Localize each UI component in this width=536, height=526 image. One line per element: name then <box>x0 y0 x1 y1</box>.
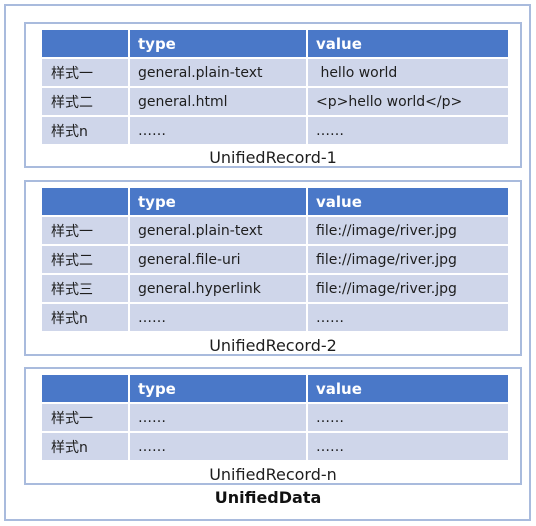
unified-record-1: type value 样式一 general.plain-text hello … <box>24 22 522 168</box>
style-cell: 样式一 <box>42 404 128 431</box>
style-cell: 样式一 <box>42 59 128 86</box>
value-cell: …… <box>308 404 508 431</box>
type-cell: general.hyperlink <box>130 275 306 302</box>
table-header-row: type value <box>42 30 508 57</box>
record-label: UnifiedRecord-1 <box>209 148 337 167</box>
record-table: type value 样式一 general.plain-text hello … <box>40 28 510 146</box>
header-cell-value: value <box>308 375 508 402</box>
style-cell: 样式二 <box>42 88 128 115</box>
table-row: 样式n …… …… <box>42 433 508 460</box>
header-cell-blank <box>42 375 128 402</box>
table-row: 样式一 …… …… <box>42 404 508 431</box>
value-cell: <p>hello world</p> <box>308 88 508 115</box>
unified-record-2: type value 样式一 general.plain-text file:/… <box>24 180 522 356</box>
header-cell-type: type <box>130 375 306 402</box>
value-cell: …… <box>308 304 508 331</box>
record-label: UnifiedRecord-2 <box>209 336 337 355</box>
type-cell: general.html <box>130 88 306 115</box>
record-label: UnifiedRecord-n <box>209 465 337 484</box>
table-row: 样式三 general.hyperlink file://image/river… <box>42 275 508 302</box>
type-cell: …… <box>130 404 306 431</box>
style-cell: 样式二 <box>42 246 128 273</box>
header-cell-value: value <box>308 30 508 57</box>
table-row: 样式一 general.plain-text file://image/rive… <box>42 217 508 244</box>
unified-data-label: UnifiedData <box>214 488 322 507</box>
style-cell: 样式n <box>42 117 128 144</box>
value-cell: …… <box>308 117 508 144</box>
value-cell: …… <box>308 433 508 460</box>
table-row: 样式二 general.file-uri file://image/river.… <box>42 246 508 273</box>
value-cell: file://image/river.jpg <box>308 275 508 302</box>
type-cell: general.plain-text <box>130 59 306 86</box>
record-table: type value 样式一 …… …… 样式n …… …… <box>40 373 510 462</box>
type-cell: general.file-uri <box>130 246 306 273</box>
style-cell: 样式n <box>42 433 128 460</box>
style-cell: 样式三 <box>42 275 128 302</box>
header-cell-type: type <box>130 30 306 57</box>
table-header-row: type value <box>42 375 508 402</box>
header-cell-type: type <box>130 188 306 215</box>
style-cell: 样式一 <box>42 217 128 244</box>
unified-record-n: type value 样式一 …… …… 样式n …… …… UnifiedRe… <box>24 367 522 485</box>
table-row: 样式一 general.plain-text hello world <box>42 59 508 86</box>
table-row: 样式n …… …… <box>42 117 508 144</box>
unified-data-container: type value 样式一 general.plain-text hello … <box>4 4 531 521</box>
table-row: 样式n …… …… <box>42 304 508 331</box>
type-cell: …… <box>130 117 306 144</box>
type-cell: …… <box>130 304 306 331</box>
header-cell-blank <box>42 30 128 57</box>
header-cell-blank <box>42 188 128 215</box>
value-cell: file://image/river.jpg <box>308 217 508 244</box>
type-cell: …… <box>130 433 306 460</box>
style-cell: 样式n <box>42 304 128 331</box>
value-cell: file://image/river.jpg <box>308 246 508 273</box>
header-cell-value: value <box>308 188 508 215</box>
type-cell: general.plain-text <box>130 217 306 244</box>
table-row: 样式二 general.html <p>hello world</p> <box>42 88 508 115</box>
table-header-row: type value <box>42 188 508 215</box>
value-cell: hello world <box>308 59 508 86</box>
record-table: type value 样式一 general.plain-text file:/… <box>40 186 510 333</box>
